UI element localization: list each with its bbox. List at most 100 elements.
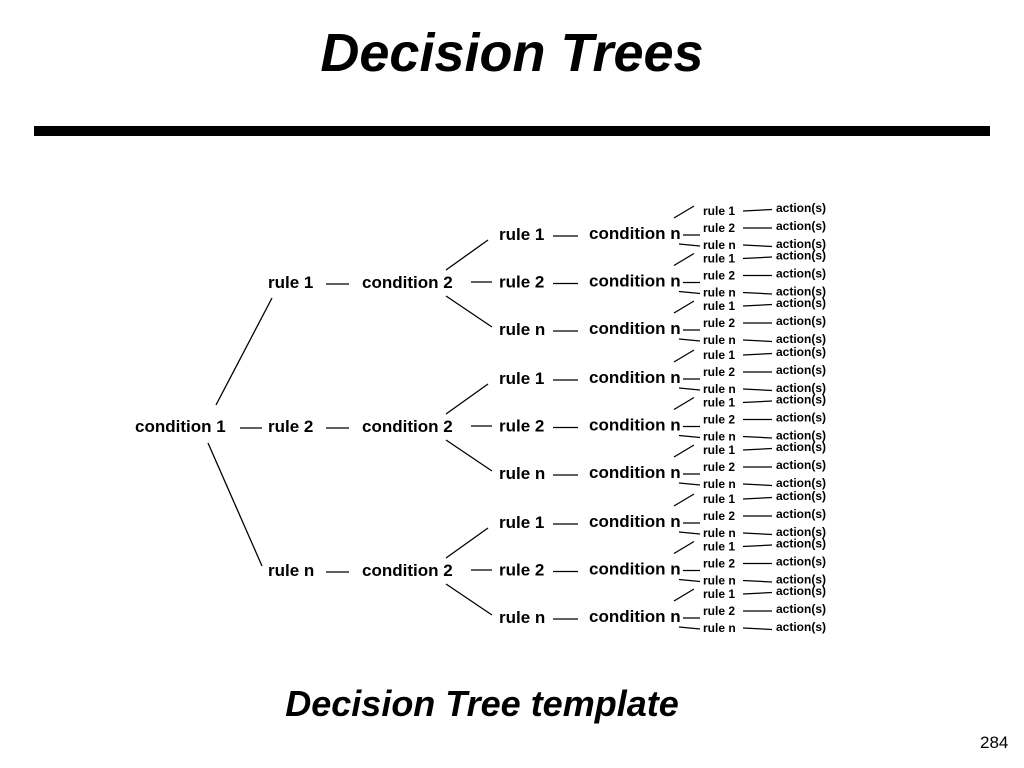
level3-rule-label: rule n [703, 526, 736, 540]
edge-condn-to-rule-n [678, 626, 701, 630]
level2-rule-label: rule 1 [499, 369, 544, 388]
level3-rule-label: rule n [703, 286, 736, 300]
edge-condn-to-rule-n [678, 338, 701, 342]
condition-n-label: condition n [589, 416, 681, 435]
level3-rule-label: rule n [703, 574, 736, 588]
level3-rule-label: rule 2 [703, 269, 735, 283]
level2-rule-label: rule n [499, 464, 545, 483]
level3-rule-label: rule 1 [703, 299, 735, 313]
action-label: action(s) [776, 476, 826, 490]
level2-rule-label: rule n [499, 320, 545, 339]
action-label: action(s) [776, 237, 826, 251]
edge-cond2-to-rule-n [445, 295, 493, 328]
condition-n-label: condition n [589, 607, 681, 626]
condition-n-label: condition n [589, 319, 681, 338]
action-label: action(s) [776, 411, 826, 425]
edge-cond2-to-rule-n [445, 439, 493, 472]
edge-condn-to-rule-n [678, 387, 701, 391]
action-label: action(s) [776, 267, 826, 281]
action-label: action(s) [776, 507, 826, 521]
action-label: action(s) [776, 489, 826, 503]
level3-rule-label: rule 2 [703, 460, 735, 474]
edge-rule-to-action [742, 339, 773, 343]
edge-condn-to-rule-1 [673, 300, 695, 314]
action-label: action(s) [776, 296, 826, 310]
level3-rule-label: rule 1 [703, 396, 735, 410]
edge-rule-to-action [742, 532, 773, 536]
level2-rule-label: rule 2 [499, 417, 544, 436]
action-label: action(s) [776, 363, 826, 377]
level3-rule-label: rule 1 [703, 443, 735, 457]
action-label: action(s) [776, 429, 826, 443]
action-label: action(s) [776, 602, 826, 616]
edge-rule-to-action [742, 496, 773, 500]
edge-condn-to-rule-1 [673, 588, 695, 602]
level3-rule-label: rule 1 [703, 348, 735, 362]
condition-n-label: condition n [589, 560, 681, 579]
edge-rule-to-action [742, 208, 773, 212]
level2-rule-label: rule n [499, 608, 545, 627]
edge-rule-to-action [742, 483, 773, 487]
level3-rule-label: rule 1 [703, 204, 735, 218]
level2-rule-label: rule 1 [499, 225, 544, 244]
edge-condn-to-rule-1 [673, 493, 695, 507]
edge-rule-to-action [742, 256, 773, 260]
action-label: action(s) [776, 381, 826, 395]
action-label: action(s) [776, 285, 826, 299]
edge-condn-to-rule-n [678, 434, 701, 439]
edge-condn-to-rule-1 [673, 540, 695, 555]
level3-rule-label: rule n [703, 333, 736, 347]
edge-cond2-to-rule-1 [445, 239, 489, 271]
edge-condn-to-rule-n [678, 578, 701, 583]
condition-2-label: condition 2 [362, 273, 453, 292]
action-label: action(s) [776, 458, 826, 472]
level3-rule-label: rule n [703, 382, 736, 396]
edge-rule-to-action [742, 591, 773, 595]
edge-condn-to-rule-n [678, 482, 701, 486]
slide-title: Decision Trees [320, 23, 704, 83]
condition-n-label: condition n [589, 512, 681, 531]
level1-rule-label: rule 1 [268, 273, 313, 292]
level1-rule-label: rule n [268, 561, 314, 580]
action-label: action(s) [776, 525, 826, 539]
action-label: action(s) [776, 573, 826, 587]
level1-rule-label: rule 2 [268, 417, 313, 436]
condition-n-label: condition n [589, 368, 681, 387]
edge-condn-to-rule-1 [673, 444, 695, 458]
level3-rule-label: rule 2 [703, 221, 735, 235]
edge-condn-to-rule-1 [673, 349, 695, 363]
level3-rule-label: rule 1 [703, 587, 735, 601]
level3-rule-label: rule n [703, 621, 736, 635]
slide-caption: Decision Tree template [285, 683, 679, 724]
edge-condn-to-rule-1 [673, 396, 695, 411]
condition-n-label: condition n [589, 224, 681, 243]
edge-cond2-to-rule-n [445, 583, 493, 616]
edge-condn-to-rule-1 [673, 252, 695, 267]
action-label: action(s) [776, 314, 826, 328]
level3-rule-label: rule 2 [703, 604, 735, 618]
action-label: action(s) [776, 219, 826, 233]
level3-rule-label: rule 1 [703, 492, 735, 506]
root-condition-label: condition 1 [135, 417, 226, 436]
level2-rule-label: rule 2 [499, 561, 544, 580]
edge-rule-to-action [742, 447, 773, 451]
action-label: action(s) [776, 249, 826, 263]
level3-rule-label: rule 2 [703, 316, 735, 330]
edge-rule-to-action [742, 244, 773, 248]
level3-rule-label: rule n [703, 430, 736, 444]
title-divider [34, 126, 990, 136]
edge-rule-to-action [742, 388, 773, 392]
edge-rule-to-action [742, 627, 773, 631]
action-label: action(s) [776, 332, 826, 346]
action-label: action(s) [776, 345, 826, 359]
edge-condn-to-rule-n [678, 243, 701, 247]
edge-condn-to-rule-1 [673, 205, 695, 219]
action-label: action(s) [776, 555, 826, 569]
action-label: action(s) [776, 584, 826, 598]
level3-rule-label: rule 1 [703, 540, 735, 554]
page-number: 284 [980, 733, 1009, 752]
edge-condn-to-rule-n [678, 531, 701, 535]
condition-n-label: condition n [589, 272, 681, 291]
edge-rule-to-action [742, 435, 773, 439]
